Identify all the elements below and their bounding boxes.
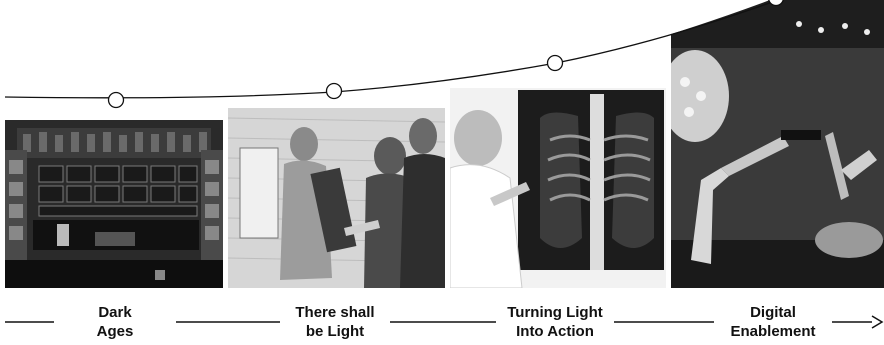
era-label-line: There shall	[282, 303, 388, 322]
era-label-line: Enablement	[716, 322, 830, 341]
era-label-there-shall-be-light: There shall be Light	[282, 303, 388, 341]
era-label-line: Dark	[70, 303, 160, 322]
era-label-line: Ages	[70, 322, 160, 341]
era-label-line: Into Action	[498, 322, 612, 341]
era-label-line: Digital	[716, 303, 830, 322]
era-label-line: Turning Light	[498, 303, 612, 322]
era-label-digital-enablement: Digital Enablement	[716, 303, 830, 341]
era-label-turning-light-into-action: Turning Light Into Action	[498, 303, 612, 341]
era-label-dark-ages: Dark Ages	[70, 303, 160, 341]
timeline-arrow-icon	[872, 316, 882, 328]
era-label-line: be Light	[282, 322, 388, 341]
